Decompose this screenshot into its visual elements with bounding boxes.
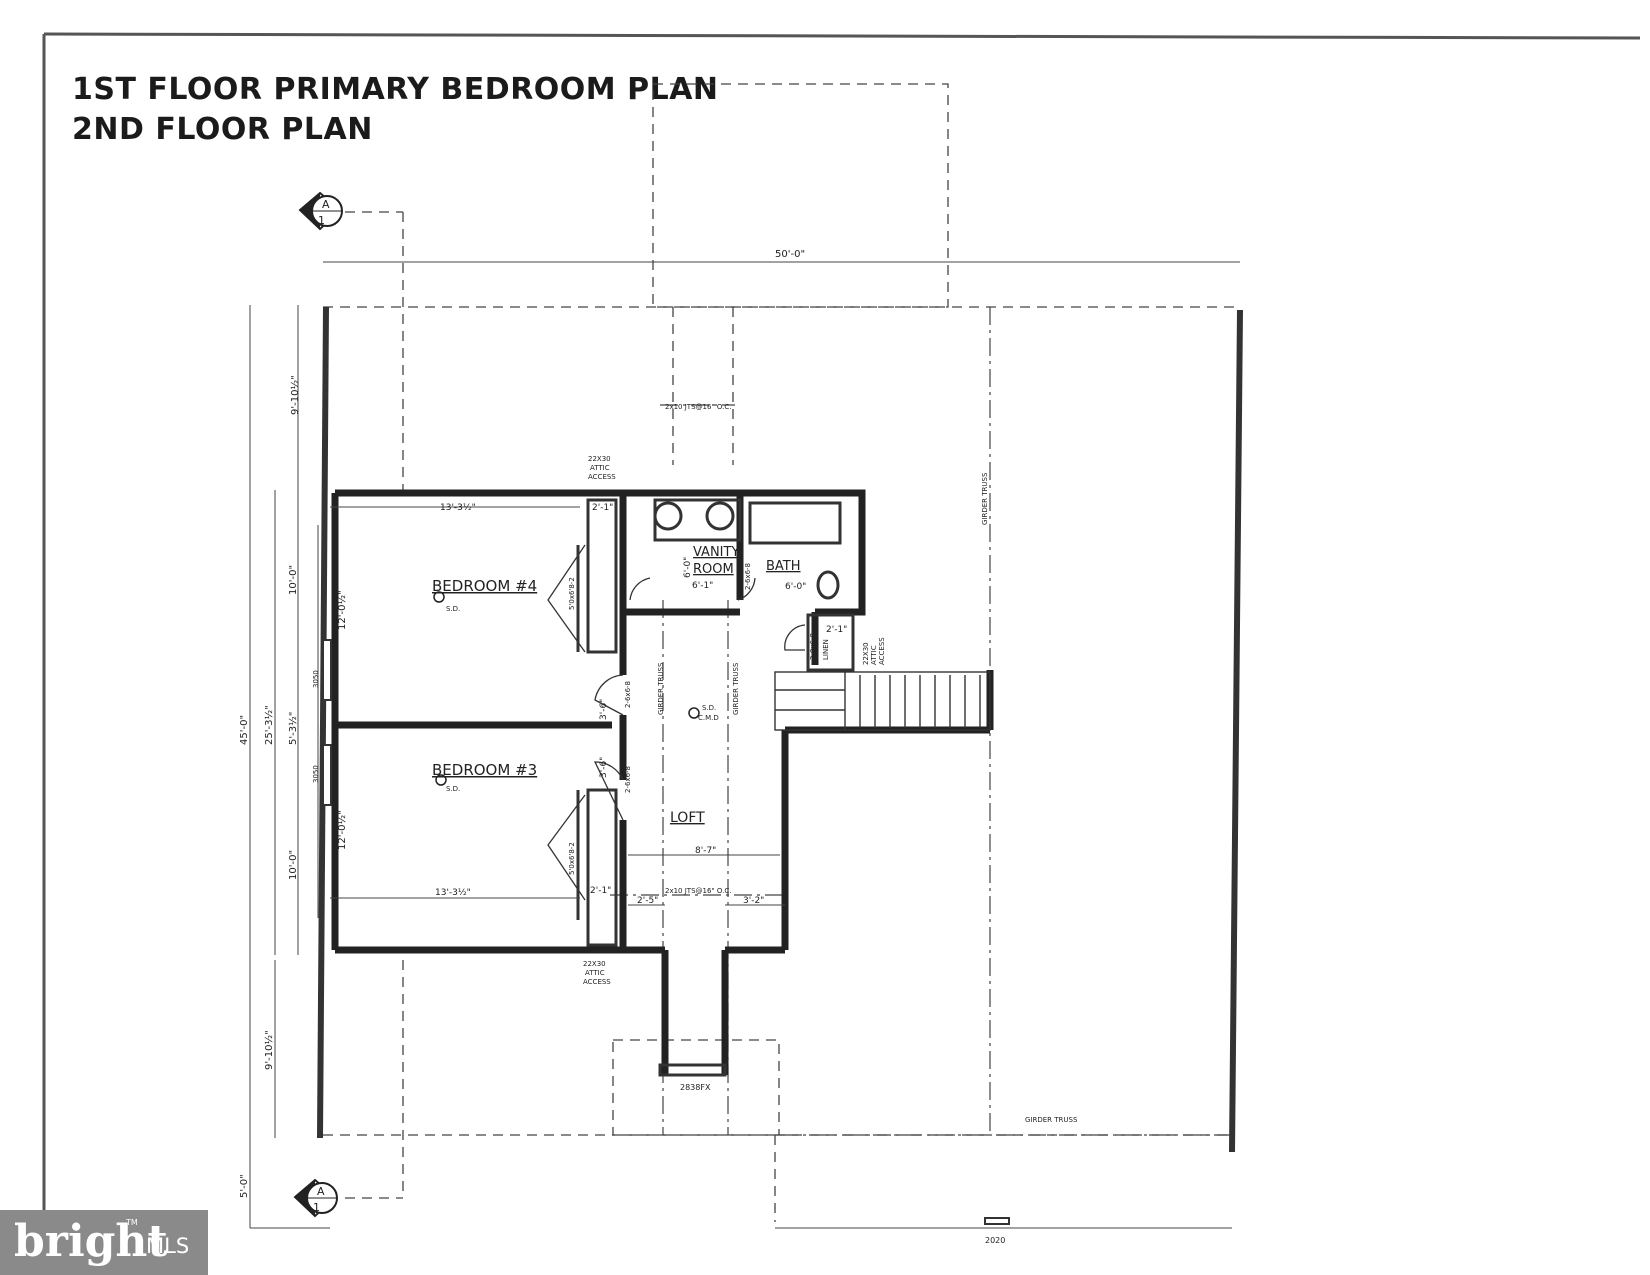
- door-label-closet-4: 5'0x6'8-2: [568, 577, 576, 610]
- section-marker-top-number: 1: [318, 214, 325, 227]
- linen-label: LINEN: [822, 639, 830, 660]
- room-label-bath: BATH: [766, 559, 801, 574]
- section-marker-top-label: A: [322, 198, 330, 211]
- dim-loft-width: 8'-7": [695, 846, 716, 856]
- door-swings: [547, 544, 806, 901]
- smoke-detector-label-bedroom-3: S.D.: [446, 785, 460, 793]
- attic-access-right-word1: ATTIC: [870, 645, 878, 665]
- section-marker-bottom: A 1: [293, 1178, 338, 1218]
- dim-linen-width: 2'-1": [826, 625, 847, 635]
- section-marker-bottom-number: 1: [313, 1201, 320, 1214]
- room-label-loft: LOFT: [670, 810, 705, 826]
- sheet-border: [42, 32, 1641, 1210]
- dim-rear-setback: 9'-10½": [263, 1030, 275, 1070]
- dim-door-jamb-top: 3'-6": [599, 699, 609, 720]
- logo-wordmark: bright: [14, 1216, 168, 1267]
- staircase: [774, 671, 991, 731]
- attic-access-right-word2: ACCESS: [878, 637, 886, 665]
- dim-bath-width: 6'-0": [785, 582, 806, 592]
- stair-treads: [775, 675, 981, 728]
- dim-hall-left: 2'-5": [637, 896, 658, 906]
- closet-walls: [576, 498, 855, 1077]
- room-label-bedroom-4: BEDROOM #4: [432, 577, 537, 595]
- dim-front-offset: 5'-0": [239, 1174, 250, 1198]
- brightmls-logo: bright TM MLS: [0, 1210, 208, 1275]
- joist-label-bottom: 2x10 JTS@16" O.C.: [665, 887, 731, 895]
- door-label-bath: 2-6x6-8: [744, 563, 752, 590]
- section-marker-bottom-label: A: [317, 1185, 325, 1198]
- dim-bedroom-4-depth-outer: 10'-0": [288, 565, 299, 595]
- dim-bedroom-3-depth: 12'-0½": [336, 810, 348, 850]
- girder-truss-label-right: GIRDER TRUSS: [981, 472, 989, 525]
- room-label-bedroom-3: BEDROOM #3: [432, 761, 537, 779]
- window-label-3050-top: 3050: [312, 670, 320, 688]
- smoke-detector-label-loft: S.D.: [702, 704, 716, 712]
- dim-vanity-width: 6'-1": [692, 581, 713, 591]
- room-label-room: ROOM: [693, 562, 734, 577]
- dim-overall-depth: 45'-0": [239, 715, 250, 745]
- plan-title-line-2: 2ND FLOOR PLAN: [72, 112, 373, 147]
- attic-access-top-size: 22X30: [588, 455, 611, 463]
- girder-truss-label-bottom: GIRDER TRUSS: [1025, 1116, 1078, 1124]
- dim-vanity-depth: 6'-0": [683, 557, 693, 578]
- plan-title-line-1: 1ST FLOOR PRIMARY BEDROOM PLAN: [72, 72, 719, 107]
- dim-second-floor-depth: 25'-3½": [263, 705, 275, 745]
- attic-access-right-size: 22X30: [862, 642, 870, 665]
- attic-access-bottom-word1: ATTIC: [585, 969, 605, 977]
- dim-hall-right: 3'-2": [743, 896, 764, 906]
- window-label-3050-bottom: 3050: [312, 765, 320, 783]
- dim-closet-4-depth: 2'-1": [592, 503, 613, 513]
- logo-trademark: TM: [126, 1218, 138, 1227]
- dim-bedroom-3-width: 13'-3½": [435, 888, 471, 898]
- door-label-bedroom-3: 2-6x6-8: [624, 766, 632, 793]
- attic-access-bottom-size: 22X30: [583, 960, 606, 968]
- dim-bedroom-4-depth: 12'-0½": [336, 590, 348, 630]
- attic-access-top-word2: ACCESS: [588, 473, 616, 481]
- dim-bedroom-4-width: 13'-3½": [440, 503, 476, 513]
- dim-bedroom-3-depth-outer: 10'-0": [288, 850, 299, 880]
- dimension-lines: [249, 261, 1240, 1229]
- smoke-detector-symbols: [433, 591, 700, 786]
- joist-label-top: 2x10 JTS@16" O.C.: [665, 403, 731, 411]
- second-floor-walls: [331, 489, 994, 1075]
- attic-access-top: 22X30 ATTIC ACCESS: [588, 455, 616, 481]
- door-label-closet-3: 5'0x6'8-2: [568, 842, 576, 875]
- logo-mls: MLS: [146, 1234, 190, 1258]
- door-label-linen: 2-0x6-8: [809, 633, 817, 660]
- window-label-2838fx: 2838FX: [680, 1083, 711, 1092]
- dim-closet-3-depth: 2'-1": [590, 886, 611, 896]
- attic-access-bottom: 22X30 ATTIC ACCESS: [583, 960, 611, 986]
- exterior-walls: [317, 306, 1243, 1153]
- section-marker-top: A 1: [298, 191, 343, 231]
- door-label-bedroom-4: 2-6x6-8: [624, 681, 632, 708]
- windows: [322, 639, 1010, 1225]
- dim-overall-width: 50'-0": [775, 249, 805, 260]
- girder-truss-label-loft-right: GIRDER TRUSS: [732, 662, 740, 715]
- dim-middle-span: 5'-3½": [287, 712, 299, 745]
- room-label-vanity: VANITY: [693, 545, 739, 560]
- dim-door-jamb-bottom: 3'-6": [599, 757, 609, 778]
- window-label-2020: 2020: [985, 1236, 1005, 1245]
- dim-front-setback: 9'-10½": [289, 375, 301, 415]
- girder-truss-label-loft-left: GIRDER TRUSS: [657, 662, 665, 715]
- smoke-detector-label-bedroom-4: S.D.: [446, 605, 460, 613]
- attic-access-bottom-word2: ACCESS: [583, 978, 611, 986]
- smoke-co-detector-label-loft: C.M.D: [698, 714, 719, 722]
- attic-access-top-word1: ATTIC: [590, 464, 610, 472]
